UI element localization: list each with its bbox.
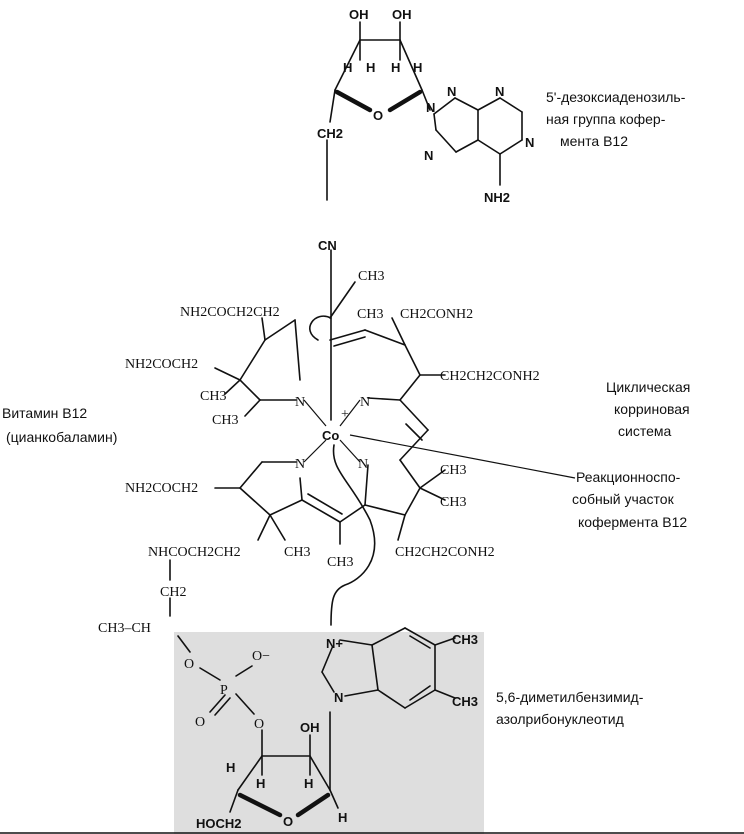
- atom-n-9: N: [426, 100, 435, 115]
- atom-ch3-benz1: CH3: [452, 632, 478, 647]
- label-corrin-1: Циклическая: [606, 379, 690, 395]
- atom-ch3ch: CH3–CH: [98, 621, 151, 636]
- atom-h-r2: H: [256, 776, 265, 791]
- atom-oh-2: OH: [392, 7, 412, 22]
- label-reactive-3: кофермента B12: [578, 514, 687, 530]
- atom-ch3-bridge: CH3: [327, 555, 353, 570]
- atom-h-1: H: [343, 60, 352, 75]
- sub-bottom-right: CH2CH2CONH2: [395, 545, 495, 560]
- atom-o-sugar: O: [373, 108, 383, 123]
- atom-ch2-top: CH2: [317, 126, 343, 141]
- atom-ch3-benz2: CH3: [452, 694, 478, 709]
- atom-ch3-c2: CH3: [440, 495, 466, 510]
- atom-co-plus: +: [341, 407, 349, 422]
- label-vitamin-1: Витамин B12: [2, 405, 87, 421]
- atom-h-3: H: [391, 60, 400, 75]
- atom-hoch2: HOCH2: [196, 816, 242, 831]
- sub-right-mid: CH2CH2CONH2: [440, 369, 540, 384]
- label-deoxyadenosyl-2: ная группа кофер-: [546, 111, 666, 127]
- atom-ch2-chain: CH2: [160, 585, 186, 600]
- corrin-ring: [214, 249, 576, 626]
- atom-ch3-top: CH3: [358, 269, 384, 284]
- atom-p: P: [220, 683, 228, 698]
- sub-linker: NHCOCH2CH2: [148, 545, 241, 560]
- atom-oh-ribose: OH: [300, 720, 320, 735]
- atom-h-r4: H: [338, 810, 347, 825]
- label-vitamin-2: (цианкобаламин): [6, 429, 117, 445]
- atom-n-d: N: [295, 457, 305, 472]
- atom-n-7: N: [447, 84, 456, 99]
- atom-o-ribose: O: [283, 814, 293, 829]
- atom-ch3-b: CH3: [357, 307, 383, 322]
- label-nucleotide-2: азолрибонуклеотид: [496, 711, 624, 727]
- nucleotide-structure: [169, 559, 456, 818]
- label-corrin-2: корриновая: [614, 401, 690, 417]
- atom-n-1: N: [495, 84, 504, 99]
- label-reactive-1: Реакционноспо-: [576, 469, 681, 485]
- sub-top-left: NH2COCH2CH2: [180, 305, 280, 320]
- atom-n-x: N: [424, 148, 433, 163]
- atom-ch3-d: CH3: [284, 545, 310, 560]
- atom-n-3: N: [525, 135, 534, 150]
- atom-h-r1: H: [226, 760, 235, 775]
- atom-co: Co: [322, 428, 339, 443]
- atom-ch3-a2: CH3: [212, 413, 238, 428]
- nucleotide-shading: [174, 632, 484, 834]
- atom-cn: CN: [318, 238, 337, 253]
- atom-o-double: O: [195, 715, 205, 730]
- sub-ring-a-left: NH2COCH2: [125, 357, 198, 372]
- label-corrin-3: система: [618, 423, 671, 439]
- atom-n-a: N: [295, 395, 305, 410]
- label-nucleotide-1: 5,6-диметилбензимид-: [496, 689, 644, 705]
- label-deoxyadenosyl-3: мента B12: [560, 133, 628, 149]
- atom-h-2: H: [366, 60, 375, 75]
- deoxyadenosyl-group: [326, 21, 523, 201]
- atom-h-r3: H: [304, 776, 313, 791]
- atom-ch3-a1: CH3: [200, 389, 226, 404]
- atom-h-4: H: [413, 60, 422, 75]
- atom-n-c: N: [358, 457, 368, 472]
- atom-o-minus: O−: [252, 649, 270, 664]
- label-deoxyadenosyl-1: 5'-дезоксиаденозиль-: [546, 89, 686, 105]
- atom-n-b: N: [360, 395, 370, 410]
- sub-top-right: CH2CONH2: [400, 307, 473, 322]
- atom-n-benz: N: [334, 690, 343, 705]
- label-reactive-2: собный участок: [572, 491, 675, 507]
- atom-ch3-c1: CH3: [440, 463, 466, 478]
- atom-nplus: N+: [326, 636, 343, 651]
- atom-nh2-adenine: NH2: [484, 190, 510, 205]
- atom-o-link: O: [254, 717, 264, 732]
- atom-oh-1: OH: [349, 7, 369, 22]
- atom-o-ester: O: [184, 657, 194, 672]
- sub-bottom-left: NH2COCH2: [125, 481, 198, 496]
